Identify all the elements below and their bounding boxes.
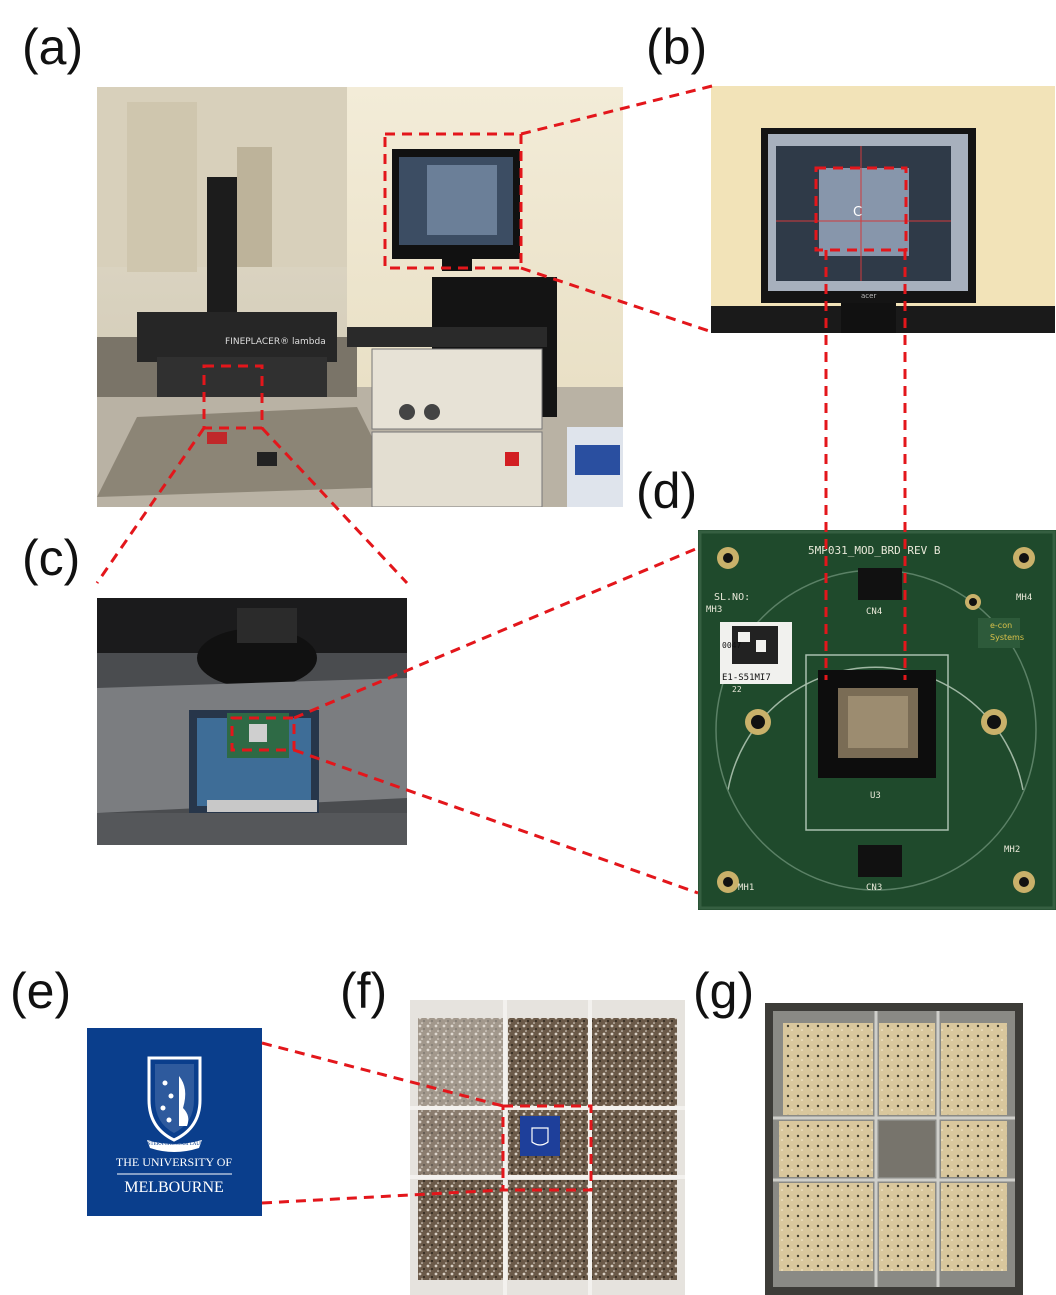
photo-monitor: C acer: [711, 86, 1055, 333]
connector-cn4-text: CN4: [866, 607, 882, 617]
photo-pcb-board: 5MP031_MOD_BRD REV B SL.NO: E1-S51MI7 00…: [698, 530, 1056, 910]
label-b: (b): [646, 19, 708, 75]
maker-line1-text: e-con: [990, 621, 1012, 630]
university-crest-icon: [147, 1056, 202, 1152]
serial-text: E1-S51MI7: [722, 673, 771, 683]
hole-mh3-text: MH3: [706, 605, 722, 615]
motto-text: POSTERA CRESCAM LAUDE: [141, 1142, 206, 1147]
photo-patterned-sample: [410, 1000, 685, 1295]
label-e: (e): [10, 963, 72, 1019]
logo-line2-text: MELBOURNE: [124, 1179, 224, 1196]
monitor-brand-text: acer: [861, 292, 876, 300]
board-title-text: 5MP031_MOD_BRD REV B: [808, 544, 941, 557]
logo-line1-text: THE UNIVERSITY OF: [116, 1155, 233, 1169]
hole-mh1-text: MH1: [738, 883, 754, 893]
label-g: (g): [693, 963, 755, 1019]
maker-line2-text: Systems: [990, 633, 1024, 642]
label-f: (f): [340, 963, 388, 1019]
logo-university-melbourne: POSTERA CRESCAM LAUDE THE UNIVERSITY OF …: [87, 1028, 262, 1216]
fineplacer-text: FINEPLACER® lambda: [225, 337, 326, 347]
photo-lab-setup: FINEPLACER® lambda: [97, 87, 623, 507]
center-marker-c: C: [853, 205, 862, 220]
photo-gold-sample: [765, 1003, 1023, 1295]
serial-bottom-text: 22: [732, 685, 742, 694]
connector-cn3-text: CN3: [866, 883, 882, 893]
sl-no-text: SL.NO:: [714, 592, 750, 603]
label-d: (d): [636, 463, 698, 519]
hole-mh2-text: MH2: [1004, 845, 1020, 855]
label-c: (c): [22, 530, 81, 586]
label-a: (a): [22, 19, 84, 75]
photo-stage-closeup: [97, 598, 407, 845]
serial-top-text: 0047: [722, 641, 741, 650]
chip-u3-text: U3: [870, 791, 881, 801]
hole-mh4-text: MH4: [1016, 593, 1032, 603]
